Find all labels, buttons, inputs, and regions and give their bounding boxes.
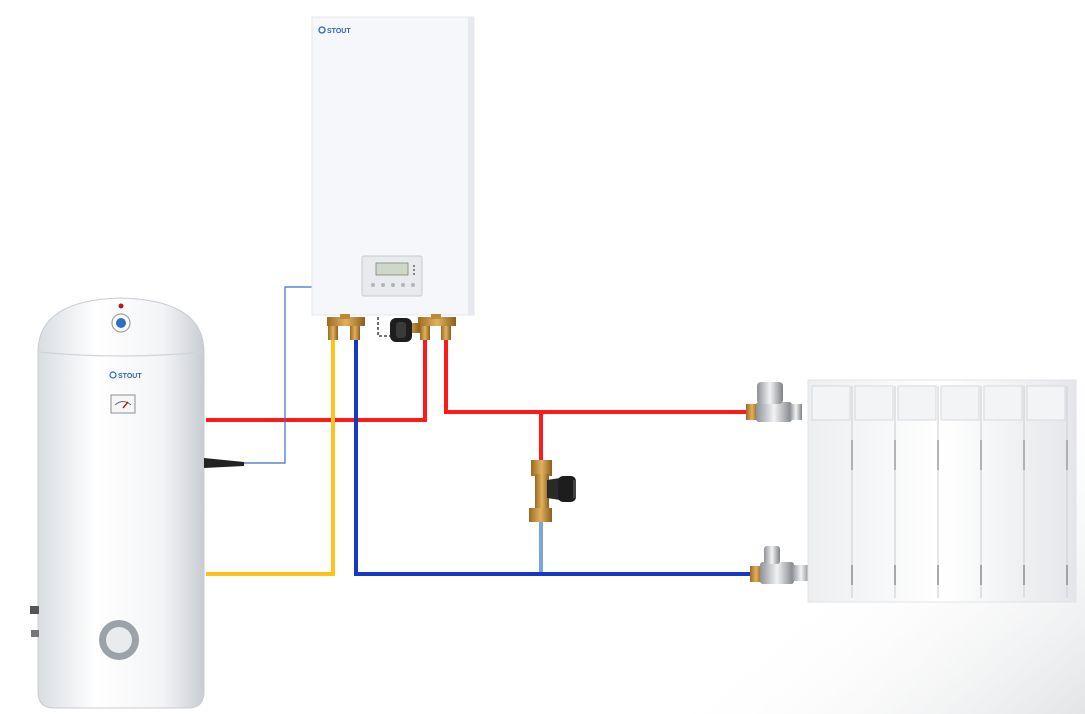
- lockshield-valve-icon: [750, 546, 810, 584]
- panel-led-2: [413, 269, 415, 271]
- tank-supply-pipe: [206, 335, 427, 422]
- wall-boiler: STOUT: [311, 16, 475, 342]
- thermostatic-valve-outlet: [790, 404, 802, 420]
- stout-logo-icon: [318, 26, 326, 34]
- motorized-valve-icon: [390, 318, 420, 342]
- tank-top-seam: [37, 351, 205, 357]
- tank-indicator-light: [118, 303, 124, 309]
- tank-body: [37, 297, 205, 709]
- bypass-valve-bottom-nut: [529, 508, 552, 522]
- control-panel-frame: [361, 255, 423, 297]
- radiator-sections: [811, 385, 1068, 598]
- lockshield-valve-body: [760, 562, 794, 584]
- boiler-logo: STOUT: [318, 26, 351, 35]
- panel-button-2[interactable]: [381, 283, 385, 287]
- heating-return-pipe: [354, 335, 752, 576]
- tank-brand: STOUT: [118, 373, 142, 380]
- sensor-wire: [244, 286, 320, 464]
- gauge-frame: [110, 394, 136, 414]
- fitting-tank-supply: [420, 326, 430, 340]
- control-panel-display: [375, 262, 409, 276]
- radiator-section-4: [940, 385, 980, 421]
- temperature-sensor-probe: [204, 458, 244, 468]
- lockshield-valve-cap[interactable]: [764, 546, 780, 564]
- bypass-valve-head: [547, 478, 560, 500]
- panel-button-1[interactable]: [371, 283, 375, 287]
- lockshield-valve-outlet: [792, 565, 810, 581]
- boiler-brand: STOUT: [327, 28, 351, 35]
- inspection-flange-cover: [106, 627, 132, 653]
- motorized-valve-knob: [396, 322, 406, 338]
- panel-led-3: [413, 273, 415, 275]
- panel-button-5[interactable]: [411, 283, 415, 287]
- panel-led-1: [413, 265, 415, 267]
- thermostatic-valve-icon: [746, 382, 802, 422]
- indirect-water-heater: STOUT: [30, 297, 244, 709]
- drain-valve-lower: [31, 630, 39, 637]
- radiator-section-5: [983, 385, 1023, 421]
- bypass-valve-knob[interactable]: [558, 476, 576, 502]
- gauge-scale: [114, 401, 132, 406]
- thermometer-gauge-icon: [110, 394, 136, 414]
- heating-supply-pipe: [444, 335, 748, 414]
- fitting-return: [350, 326, 360, 340]
- tank-logo: STOUT: [109, 371, 142, 380]
- gauge-needle: [122, 401, 129, 409]
- thermostatic-valve-cap[interactable]: [757, 382, 783, 404]
- bypass-valve-icon: [529, 460, 576, 522]
- radiator-section-6: [1026, 385, 1066, 421]
- panel-button-4[interactable]: [401, 283, 405, 287]
- thermostat-knob-center: [116, 318, 126, 328]
- fitting-right-manifold: [418, 317, 456, 326]
- fitting-right-cap: [431, 314, 441, 319]
- radiator-section-1: [811, 385, 851, 421]
- boiler-side-shade: [468, 17, 474, 315]
- bypass-valve-knob-edge: [573, 480, 576, 498]
- thermostatic-valve-body: [756, 402, 792, 422]
- thermostatic-valve-inlet: [746, 404, 758, 420]
- boiler-control-panel: [361, 255, 423, 297]
- fitting-left-cap: [340, 314, 350, 319]
- radiator-section-3: [897, 385, 937, 421]
- bypass-valve-body: [535, 474, 549, 510]
- fitting-left-manifold: [327, 317, 365, 326]
- stout-logo-icon: [109, 371, 117, 379]
- dhw-pipe: [206, 335, 335, 576]
- drain-valve-upper: [30, 606, 39, 614]
- panel-button-3[interactable]: [391, 283, 395, 287]
- bypass-valve-top-nut: [531, 460, 552, 476]
- boiler-fittings: [327, 314, 456, 342]
- radiator-section-2: [854, 385, 894, 421]
- fitting-dhw: [328, 326, 338, 340]
- radiator: [807, 379, 1077, 603]
- fitting-heating-supply: [441, 326, 451, 340]
- lockshield-valve-inlet: [750, 566, 762, 582]
